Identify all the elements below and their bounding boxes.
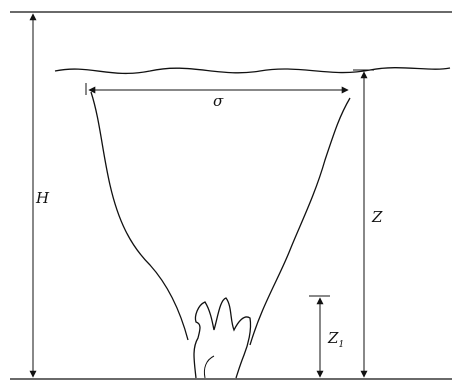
fire-inner-flame [203,355,215,379]
z-label: Z [371,208,383,226]
h-label: H [35,189,50,207]
sigma-label: σ [213,92,224,110]
plume-right-edge [249,97,351,346]
plume-left-edge [90,91,189,341]
fire-flame [193,297,252,379]
z1-label: Z1 [327,329,344,350]
interface-wave [54,67,451,75]
